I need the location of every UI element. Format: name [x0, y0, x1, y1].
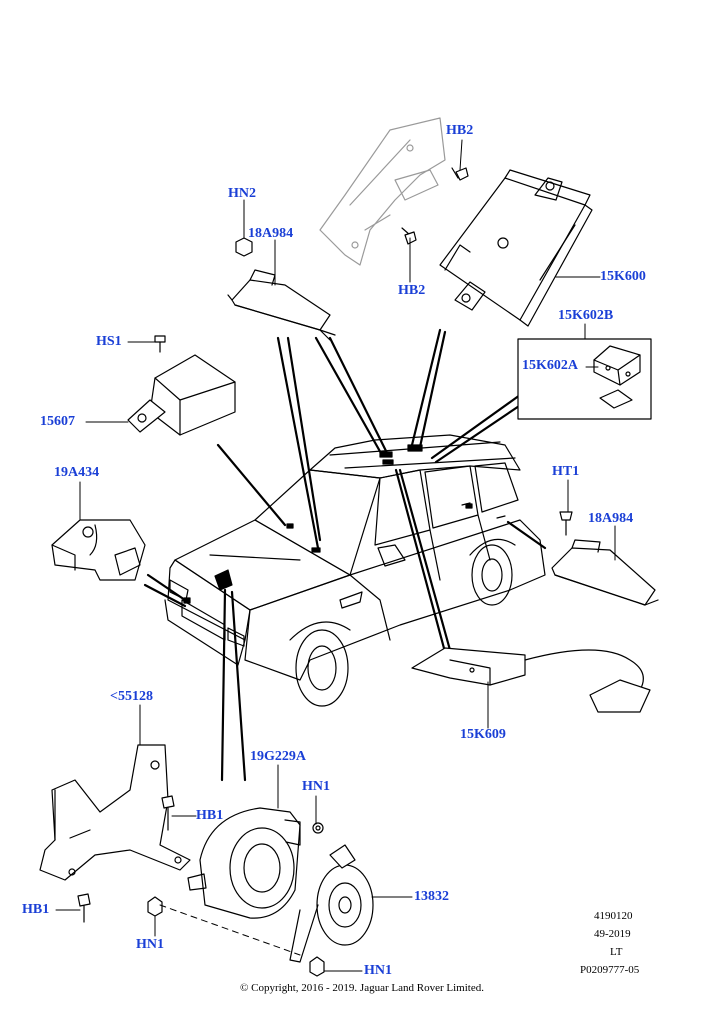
label-hn1-left[interactable]: HN1 [136, 937, 164, 952]
nut-hn1-top [312, 822, 324, 834]
meta-line-4: P0209777-05 [580, 964, 640, 976]
label-19g229a[interactable]: 19G229A [250, 749, 306, 764]
label-hb2-top[interactable]: HB2 [446, 123, 474, 138]
label-hb1-right[interactable]: HB1 [196, 808, 224, 823]
mounting-bracket [319, 117, 446, 266]
speaker-19g229a [187, 807, 301, 919]
label-hn1-top[interactable]: HN1 [302, 779, 330, 794]
copyright-notice: © Copyright, 2016 - 2019. Jaguar Land Ro… [240, 982, 484, 994]
meta-line-2: 49-2019 [594, 928, 631, 940]
fastener-ht1 [559, 511, 573, 536]
label-15607[interactable]: 15607 [40, 414, 75, 429]
label-15k600[interactable]: 15K600 [600, 269, 646, 284]
label-ht1[interactable]: HT1 [552, 464, 580, 479]
module-15k600 [439, 169, 593, 327]
box-15k602b [517, 338, 652, 420]
label-15k602a[interactable]: 15K602A [522, 358, 578, 373]
label-hb1-left[interactable]: HB1 [22, 902, 50, 917]
bolt-hb2-top [451, 167, 469, 181]
bolt-hb1-right [161, 795, 175, 831]
label-55128[interactable]: <55128 [110, 689, 153, 704]
bolt-hb2-bottom [401, 227, 417, 245]
label-hs1[interactable]: HS1 [96, 334, 122, 349]
nut-hn1-bottom [309, 956, 325, 977]
module-18a984-right [551, 539, 659, 606]
leader-lines [143, 328, 547, 782]
bracket-55128 [39, 744, 191, 881]
nut-hn1-left [147, 896, 163, 917]
label-18a984-top[interactable]: 18A984 [248, 226, 294, 241]
horn-13832 [289, 844, 374, 963]
module-15607 [127, 354, 236, 436]
label-hn1-bottom[interactable]: HN1 [364, 963, 392, 978]
bolt-hb1-left [77, 893, 91, 923]
label-13832[interactable]: 13832 [414, 889, 449, 904]
label-15k609[interactable]: 15K609 [460, 727, 506, 742]
label-15k602b[interactable]: 15K602B [558, 308, 614, 323]
label-leaders [55, 139, 616, 972]
label-18a984-right[interactable]: 18A984 [588, 511, 634, 526]
label-hb2-bottom[interactable]: HB2 [398, 283, 426, 298]
screw-hs1 [154, 335, 166, 353]
label-19a434[interactable]: 19A434 [54, 465, 100, 480]
module-18a984-top [227, 269, 336, 341]
meta-line-1: 4190120 [594, 910, 633, 922]
vehicle-location-marks [183, 444, 473, 604]
module-15k609 [411, 647, 651, 713]
dashed-reference-line [159, 904, 301, 956]
meta-line-3: LT [610, 946, 623, 958]
label-hn2[interactable]: HN2 [228, 186, 256, 201]
bracket-19a434 [51, 519, 146, 581]
